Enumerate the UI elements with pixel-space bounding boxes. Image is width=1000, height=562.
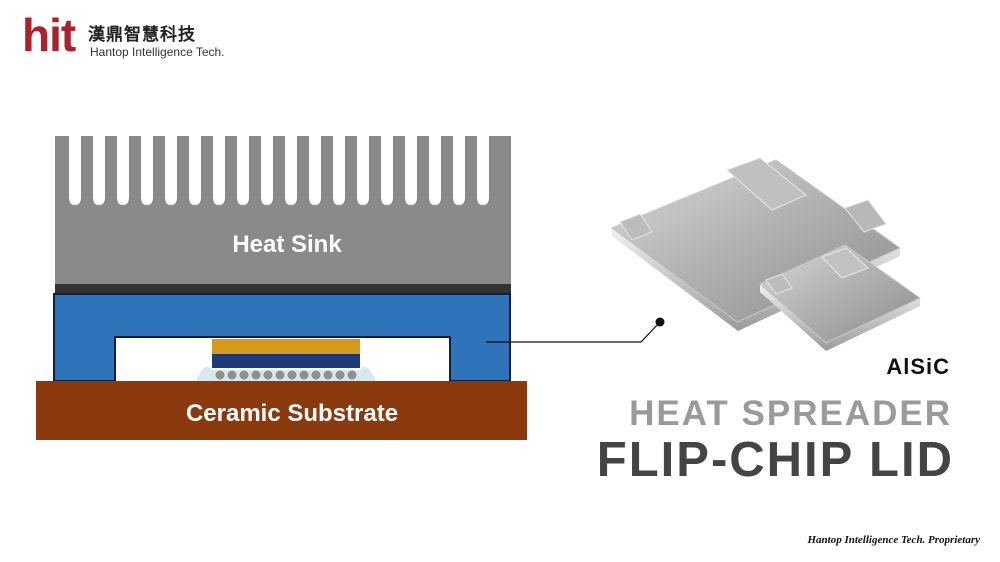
leader-line	[486, 321, 661, 343]
solder-bump	[227, 370, 237, 380]
proprietary-notice: Hantop Intelligence Tech. Proprietary	[807, 534, 980, 546]
solder-bump	[239, 370, 249, 380]
material-label: AlSiC	[886, 354, 950, 379]
logo-chinese-name: 漢鼎智慧科技	[88, 25, 196, 45]
substrate-body	[36, 381, 527, 440]
large-plate-tab	[619, 213, 653, 241]
heat-sink: Heat Sink	[55, 136, 511, 293]
ceramic-substrate: Ceramic Substrate	[36, 381, 527, 440]
solder-bump	[287, 370, 297, 380]
product-subtitle: HEAT SPREADER	[629, 394, 952, 433]
die-top-layer	[212, 339, 360, 354]
heat-sink-base	[55, 284, 511, 293]
large-plate-tab	[726, 157, 807, 211]
small-plate-edge	[760, 284, 920, 351]
solder-bump	[263, 370, 273, 380]
die-assembly	[196, 339, 376, 381]
solder-bump	[323, 370, 333, 380]
solder-bump	[215, 370, 225, 380]
small-plate-tab	[765, 273, 793, 295]
solder-bump	[347, 370, 357, 380]
logo-mark: hit	[22, 9, 76, 61]
small-plate-top	[759, 244, 921, 344]
solder-bump	[251, 370, 261, 380]
solder-bump	[335, 370, 345, 380]
die-bottom-layer	[212, 354, 360, 368]
solder-bump	[311, 370, 321, 380]
small-plate-tab	[821, 247, 869, 279]
heat-sink-body	[55, 136, 511, 284]
product-title: FLIP-CHIP LID	[596, 433, 954, 487]
leader-dot	[655, 317, 665, 327]
large-plate-top	[610, 159, 901, 323]
solder-bump	[275, 370, 285, 380]
logo-english-name: Hantop Intelligence Tech.	[90, 45, 225, 59]
heat-sink-label: Heat Sink	[232, 231, 342, 258]
large-plate-tab	[844, 199, 887, 233]
substrate-label: Ceramic Substrate	[186, 400, 398, 427]
small-lid-plate	[759, 244, 921, 351]
company-logo: hit 漢鼎智慧科技 Hantop Intelligence Tech.	[22, 10, 242, 62]
solder-bump	[299, 370, 309, 380]
